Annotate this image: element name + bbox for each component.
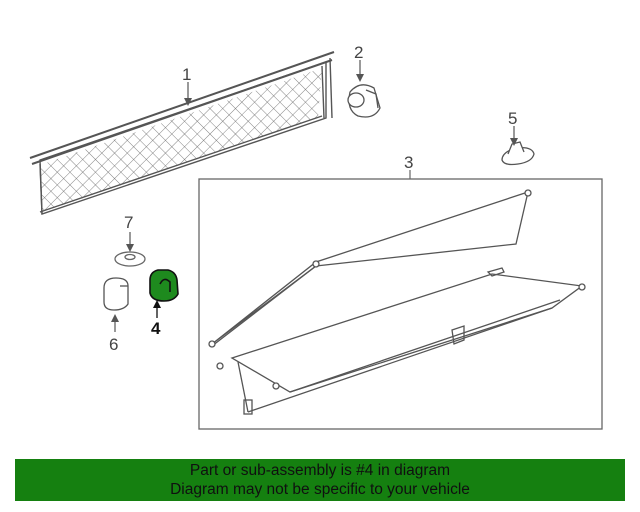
leader-arrow-5 <box>510 138 518 146</box>
pin-part-5[interactable] <box>501 141 535 166</box>
parts-diagram: 1 2 3 4 5 6 7 <box>29 43 603 430</box>
callout-7: 7 <box>124 213 133 232</box>
callout-6: 6 <box>109 335 118 354</box>
info-banner: Part or sub-assembly is #4 in diagram Di… <box>15 459 625 501</box>
leader-arrow-2 <box>356 74 364 82</box>
callout-4: 4 <box>151 319 161 338</box>
bracket-part-6[interactable] <box>103 277 129 311</box>
leader-arrow-6 <box>111 314 119 322</box>
callout-3: 3 <box>404 153 413 172</box>
info-banner-line-2: Diagram may not be specific to your vehi… <box>170 481 470 498</box>
info-banner-line-1: Part or sub-assembly is #4 in diagram <box>189 462 451 479</box>
callout-2: 2 <box>354 43 363 62</box>
clip-part-2[interactable] <box>347 84 381 118</box>
cargo-net-part[interactable] <box>29 51 335 215</box>
cover-assembly-box <box>198 178 603 430</box>
luggage-cover-part-3[interactable] <box>208 189 586 415</box>
washer-part-7[interactable] <box>114 251 146 267</box>
callout-5: 5 <box>508 109 517 128</box>
leader-arrow-4 <box>153 300 161 308</box>
callout-1: 1 <box>182 65 191 84</box>
highlighted-part-4[interactable] <box>149 269 179 302</box>
leader-arrow-1 <box>184 98 192 106</box>
leader-arrow-7 <box>126 244 134 252</box>
